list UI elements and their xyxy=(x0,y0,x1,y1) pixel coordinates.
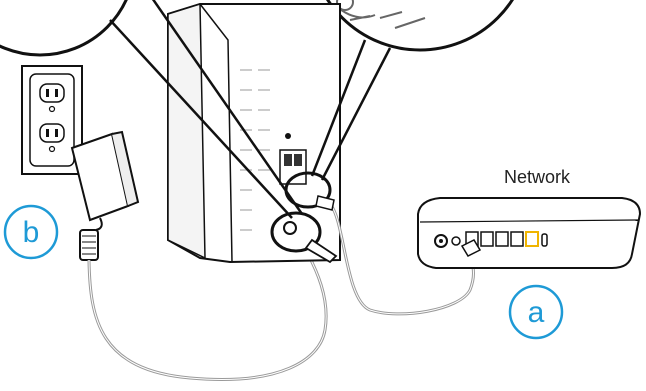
zoom-callout-left xyxy=(0,0,135,55)
wall-outlet xyxy=(22,66,82,174)
callout-a-label: a xyxy=(528,296,545,329)
router xyxy=(418,198,640,268)
zoom-callout-right xyxy=(310,0,530,50)
router-wan-port xyxy=(526,232,538,246)
callout-b: b xyxy=(5,206,57,258)
power-adapter xyxy=(72,132,138,260)
storage-device xyxy=(168,4,340,262)
callout-a: a xyxy=(510,286,562,338)
network-label: Network xyxy=(504,167,571,187)
callout-b-label: b xyxy=(23,216,40,249)
